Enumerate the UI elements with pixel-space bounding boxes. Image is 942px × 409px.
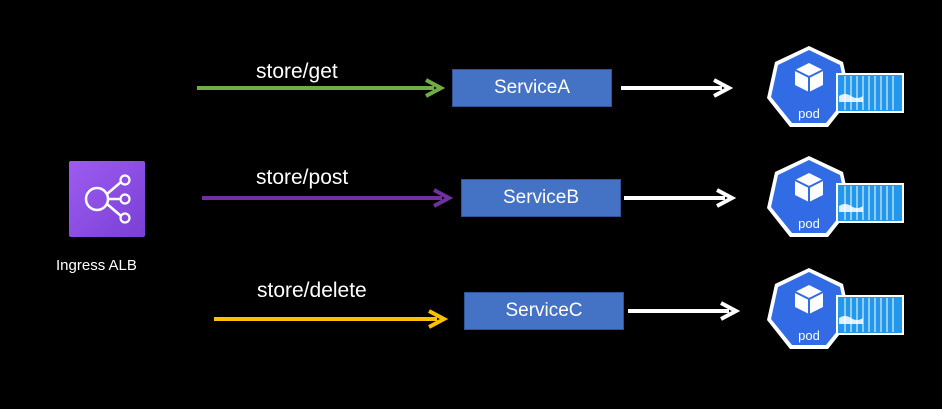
connector-arrow-c: [628, 301, 741, 321]
connector-arrow-b: [624, 188, 737, 208]
kubernetes-pod-icon: pod: [767, 46, 851, 127]
kubernetes-pod-icon: pod: [767, 156, 851, 237]
pod-group-c: pod: [767, 268, 904, 349]
pod-group-b: pod: [767, 156, 904, 237]
route-label-post: store/post: [256, 166, 349, 189]
pod-label: pod: [798, 106, 820, 121]
route-arrow-delete: [214, 309, 449, 329]
load-balancer-icon: [84, 174, 131, 224]
route-label-get: store/get: [256, 60, 338, 83]
connector-arrow-a: [621, 78, 734, 98]
docker-container-icon: [836, 183, 904, 223]
route-arrow-get: [197, 78, 446, 98]
service-c-box: ServiceC: [464, 292, 624, 330]
docker-container-icon: [836, 295, 904, 335]
pod-label: pod: [798, 216, 820, 231]
service-b-box: ServiceB: [461, 179, 621, 217]
ingress-alb-label: Ingress ALB: [56, 257, 137, 274]
kubernetes-pod-icon: pod: [767, 268, 851, 349]
route-label-delete: store/delete: [257, 279, 367, 302]
route-arrow-post: [202, 188, 454, 208]
ingress-alb-tile: [69, 161, 145, 237]
pod-label: pod: [798, 328, 820, 343]
docker-container-icon: [836, 73, 904, 113]
pod-group-a: pod: [767, 46, 904, 127]
service-a-box: ServiceA: [452, 69, 612, 107]
